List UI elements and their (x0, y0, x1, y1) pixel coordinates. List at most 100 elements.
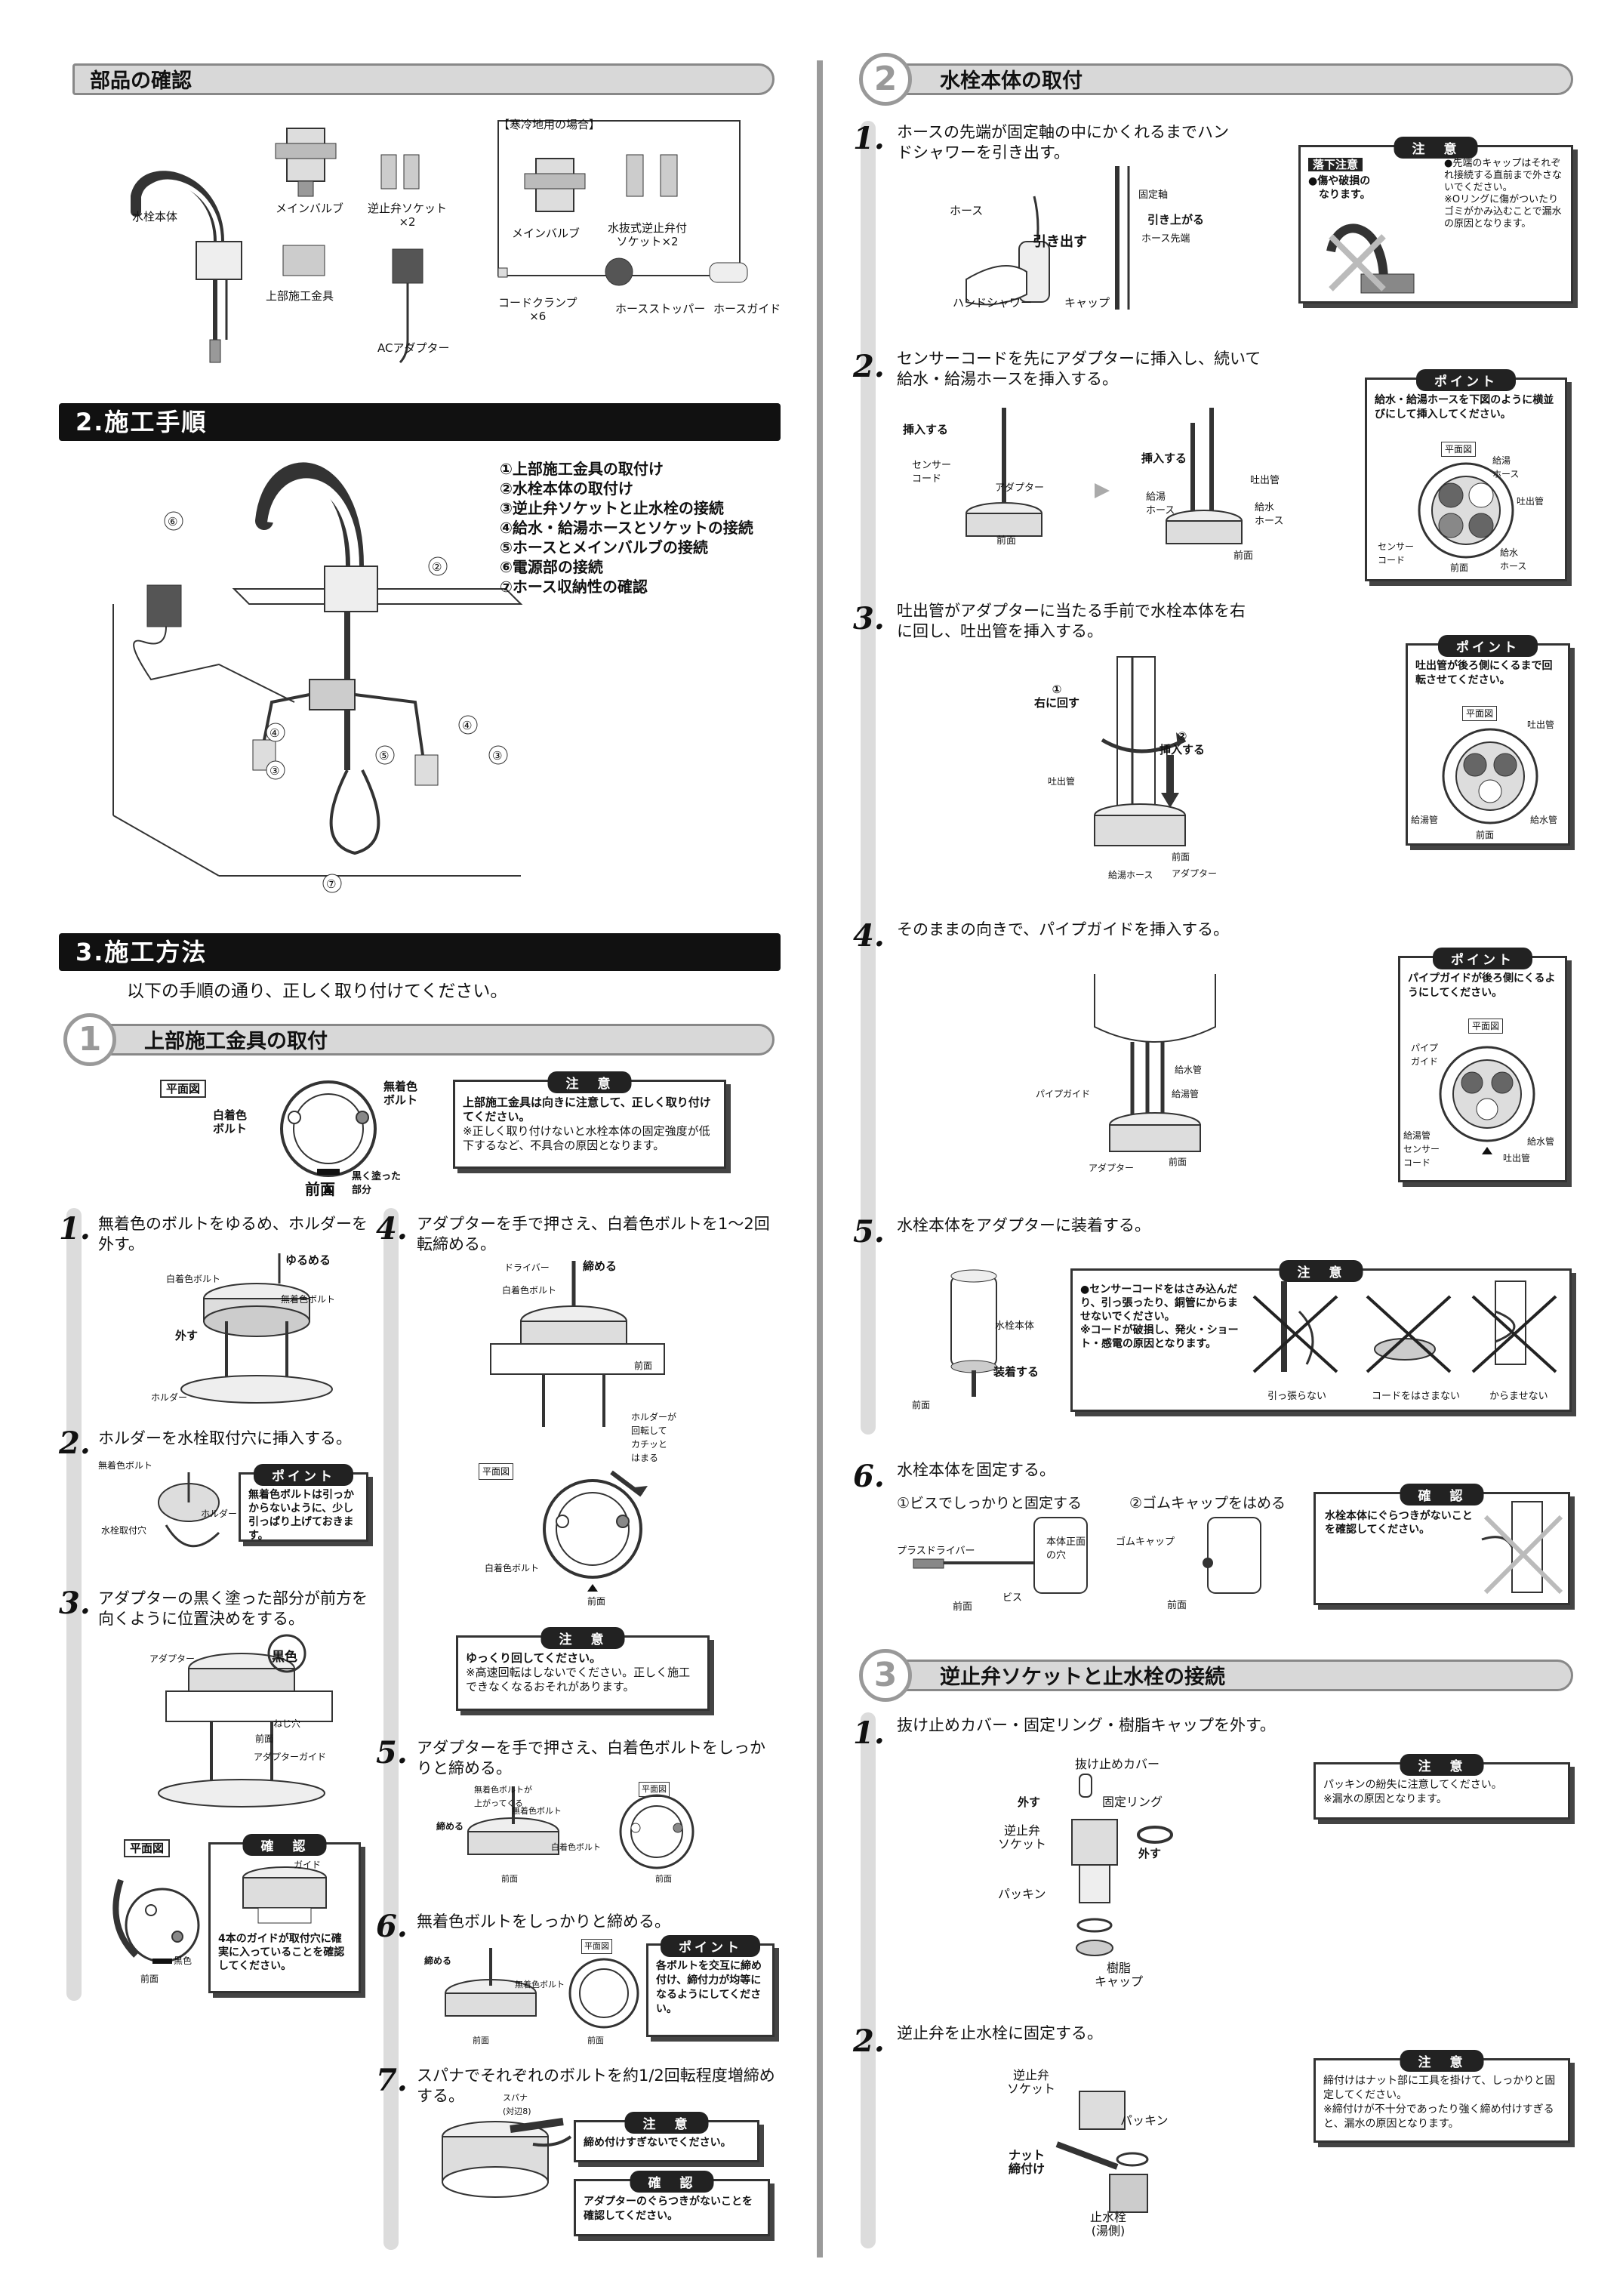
sec1-s1-white: 白着色ボルト (166, 1274, 221, 1284)
sec1-s3-plan-front: 前面 (140, 1974, 159, 1984)
sec1-s1-remove: 外す (175, 1329, 199, 1342)
sec2-s6-hole: 本体正面 の穴 (1046, 1536, 1086, 1561)
procedure-illustration (112, 462, 523, 893)
sec1-s3-black: 黒色 (272, 1650, 297, 1665)
sec1-s3-front: 前面 (255, 1734, 274, 1744)
sec2-title: 水栓本体の取付 (940, 69, 1083, 93)
sec2-s1-caution-head: 注 意 (1394, 137, 1478, 159)
sec1-s3-check-head: 確 認 (242, 1834, 327, 1856)
sec1-plain-bolt-label: 無着色 ボルト (383, 1080, 418, 1107)
sec1-title: 上部施工金具の取付 (144, 1030, 328, 1053)
sec1-s4-caution-text2: ※高速回転はしないでください。正しく施工できなくなるおそれがあります。 (466, 1666, 691, 1693)
part-cold-main-valve-label: メインバルブ (512, 227, 581, 240)
column-divider (817, 60, 823, 2257)
sec2-s2-point-head: ポイント (1416, 369, 1516, 391)
sec1-s6-tighten: 締める (424, 1955, 452, 1966)
sec1-step4-illustration (490, 1261, 665, 1427)
sec1-step2-point-body: 無着色ボルトは引っかからないように、少し引っぱり上げておきます。 (248, 1489, 354, 1542)
sec1-caution-head: 注 意 (547, 1071, 632, 1093)
sec3-s1-socket: 逆止弁 ソケット (998, 1823, 1047, 1851)
sec1-step2-number: 2. (59, 1425, 91, 1461)
sec2-step1-number: 1. (853, 121, 885, 156)
sec3-step2-number: 2. (853, 2023, 885, 2059)
sec2-s1-caution-illustration (1326, 223, 1415, 294)
sec1-s5-front2: 前面 (655, 1874, 672, 1884)
sec1-step1-number: 1. (59, 1211, 91, 1247)
sec2-s6-driver: プラスドライバー (897, 1546, 975, 1557)
sec2-s3-plan-cold: 給水管 (1530, 815, 1558, 825)
proc-callout-6: ⑥ (168, 515, 178, 529)
sec1-number: 1 (63, 1013, 116, 1066)
sec1-s2-plain: 無着色ボルト (98, 1460, 153, 1471)
sec1-s6-point-body: 各ボルトを交互に締め付け、締付力が均等になるようにしてください。 (656, 1960, 762, 2015)
sec2-step4-illustration (1094, 974, 1216, 1152)
sec1-s5-front: 前面 (501, 1874, 518, 1884)
sec1-s5-plan: 平面図 (639, 1782, 670, 1797)
procedure-item: ④給水・給湯ホースとソケットの接続 (500, 519, 753, 537)
sec1-step5-illustration (467, 1786, 694, 1869)
sec2-s2-plan-cold: 給水 ホース (1500, 547, 1527, 572)
procedure-item: ②水栓本体の取付け (500, 479, 633, 498)
sec2-s1-shower: ハンドシャワー (953, 296, 1033, 310)
sec2-s5-body: 水栓本体 (995, 1321, 1035, 1332)
sec1-step5-number: 5. (376, 1735, 408, 1771)
sec1-s4-caution-head: 注 意 (540, 1627, 625, 1649)
procedure-item: ①上部施工金具の取付け (500, 460, 664, 478)
sec1-s4-plan: 平面図 (479, 1463, 514, 1480)
sec1-s4-caution-body: ゆっくり回してください。 ※高速回転はしないでください。正しく施工できなくなるお… (458, 1638, 707, 1700)
sec1-s7-check-box: 確 認 アダプターのぐらつきがないことを確認してください。 (574, 2171, 770, 2236)
sec2-s3-point-box: ポイント 吐出管が後ろ側にくるまで回転させてください。 平面図 吐出管 給湯管 … (1406, 635, 1570, 846)
sec2-s2-insert: 挿入する (903, 423, 949, 436)
sec1-s1-holder: ホルダー (151, 1392, 188, 1403)
sec2-s3-plan: 平面図 (1462, 706, 1498, 721)
sec2-header: 水栓本体の取付 (891, 63, 1573, 95)
sec2-s2-hot: 給湯 ホース (1146, 492, 1175, 516)
sec1-s4-white2: 白着色ボルト (485, 1563, 540, 1573)
method-header: 3.施工方法 (59, 933, 781, 971)
sec3-step1-number: 1. (853, 1715, 885, 1751)
proc-callout-4b: ④ (462, 719, 473, 732)
sec1-s6-front2: 前面 (587, 2036, 604, 2045)
sec2-number: 2 (859, 53, 912, 106)
sec1-s7-caution-head: 注 意 (624, 2112, 709, 2134)
sec1-s3-screw: ねじ穴 (273, 1718, 301, 1729)
part-hose-guide-label: ホースガイド (713, 302, 781, 316)
sec2-s3-plan-hot: 給湯管 (1411, 815, 1439, 825)
sec3-step1-illustration (1071, 1774, 1173, 1956)
part-cold-socket-label: 水抜式逆止弁付 ソケット×2 (608, 221, 688, 248)
sec1-s3-check-box: 確 認 ガイド 4本のガイドが取付穴に確実に入っていることを確認してください。 (208, 1834, 361, 1993)
sec2-s4-front: 前面 (1169, 1157, 1187, 1167)
sec2-s3-point-body: 吐出管が後ろ側にくるまで回転させてください。 (1415, 660, 1553, 686)
sec1-s4-driver: ドライバー (504, 1262, 550, 1273)
sec2-s5-ng-illustration (1252, 1281, 1557, 1373)
sec1-front-label: 前面 (305, 1180, 335, 1198)
sec2-s3-plan-front: 前面 (1476, 830, 1495, 840)
sec3-s2-caution-body: 締付けはナット部に工具を掛けて、しっかりと固定してください。 ※締付けが不十分で… (1323, 2075, 1556, 2130)
part-main-valve-label: メインバルブ (276, 202, 344, 215)
sec2-s2-plan: 平面図 (1441, 442, 1477, 457)
sec2-s1-pull: 引き出す (1033, 234, 1087, 250)
sec2-s5-ng-2: コードをはさまない (1372, 1391, 1461, 1402)
sec1-s6-front: 前面 (473, 2036, 489, 2045)
sec1-s3-plan-diagram (112, 1878, 200, 1964)
sec1-step6-text: 無着色ボルトをしっかりと締める。 (417, 1912, 670, 1931)
sec2-s2-spout: 吐出管 (1250, 475, 1280, 486)
sec1-s4-caution-box: 注 意 ゆっくり回してください。 ※高速回転はしないでください。正しく施工できな… (456, 1627, 710, 1711)
sec2-s1-hose: ホース (950, 204, 984, 217)
sec2-s2-adapter: アダプター (995, 482, 1045, 494)
sec3-step1-text: 抜け止めカバー・固定リング・樹脂キャップを外す。 (897, 1716, 1276, 1734)
sec2-s4-point-body: パイプガイドが後ろ側にくるようにしてください。 (1408, 972, 1556, 999)
sec1-s4-front: 前面 (634, 1361, 653, 1371)
sec2-s5-caution-box: 注 意 ●センサーコードをはさみ込んだり、引っ張ったり、銅管にからませないでくだ… (1070, 1260, 1572, 1412)
sec2-s3-rot: ① 右に回す (1034, 683, 1080, 710)
part-upper-fitting-label: 上部施工金具 (266, 289, 334, 303)
sec3-s2-nut: ナット 締付け (1009, 2148, 1046, 2176)
proc-callout-4a: ④ (269, 726, 280, 740)
sec2-s1-tip: ホース先端 (1141, 233, 1190, 245)
procedure-header: 2.施工手順 (59, 403, 781, 441)
sec2-step4-number: 4. (853, 918, 885, 954)
sec2-s4-plan-pipe: パイプ ガイド (1411, 1043, 1439, 1067)
sec3-s1-remove2: 外す (1138, 1847, 1162, 1860)
sec2-step5-text: 水栓本体をアダプターに装着する。 (897, 1216, 1150, 1234)
sec1-step3-text: アダプターの黒く塗った部分が前方を向くように位置決めをする。 (98, 1589, 368, 1628)
